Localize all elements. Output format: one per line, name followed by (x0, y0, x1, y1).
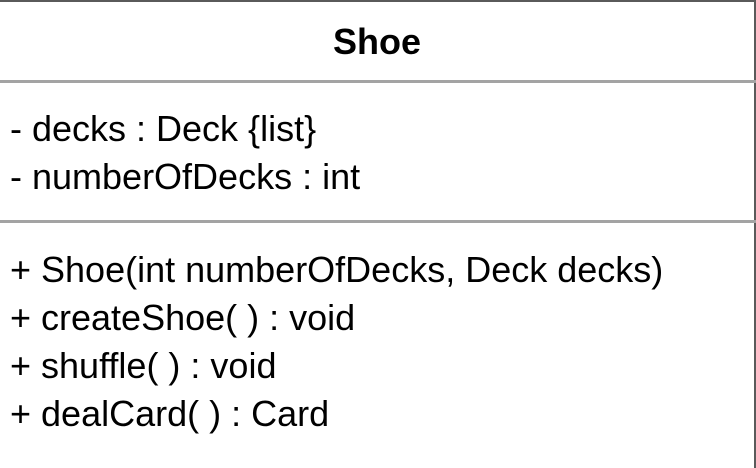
compartment-divider (0, 80, 756, 83)
operation-shuffle: + shuffle( ) : void (10, 345, 277, 386)
operation-deal-card: + dealCard( ) : Card (10, 393, 330, 434)
operation-create-shoe: + createShoe( ) : void (10, 297, 356, 338)
class-name: Shoe (332, 21, 421, 62)
attributes-compartment: - decks : Deck {list} - numberOfDecks : … (10, 105, 360, 201)
compartment-divider (0, 220, 756, 223)
operations-compartment: + Shoe(int numberOfDecks, Deck decks) + … (10, 246, 663, 438)
attribute-number-of-decks: - numberOfDecks : int (10, 156, 361, 197)
attribute-decks: - decks : Deck {list} (10, 108, 317, 149)
operation-shoe-constructor: + Shoe(int numberOfDecks, Deck decks) (10, 249, 664, 290)
